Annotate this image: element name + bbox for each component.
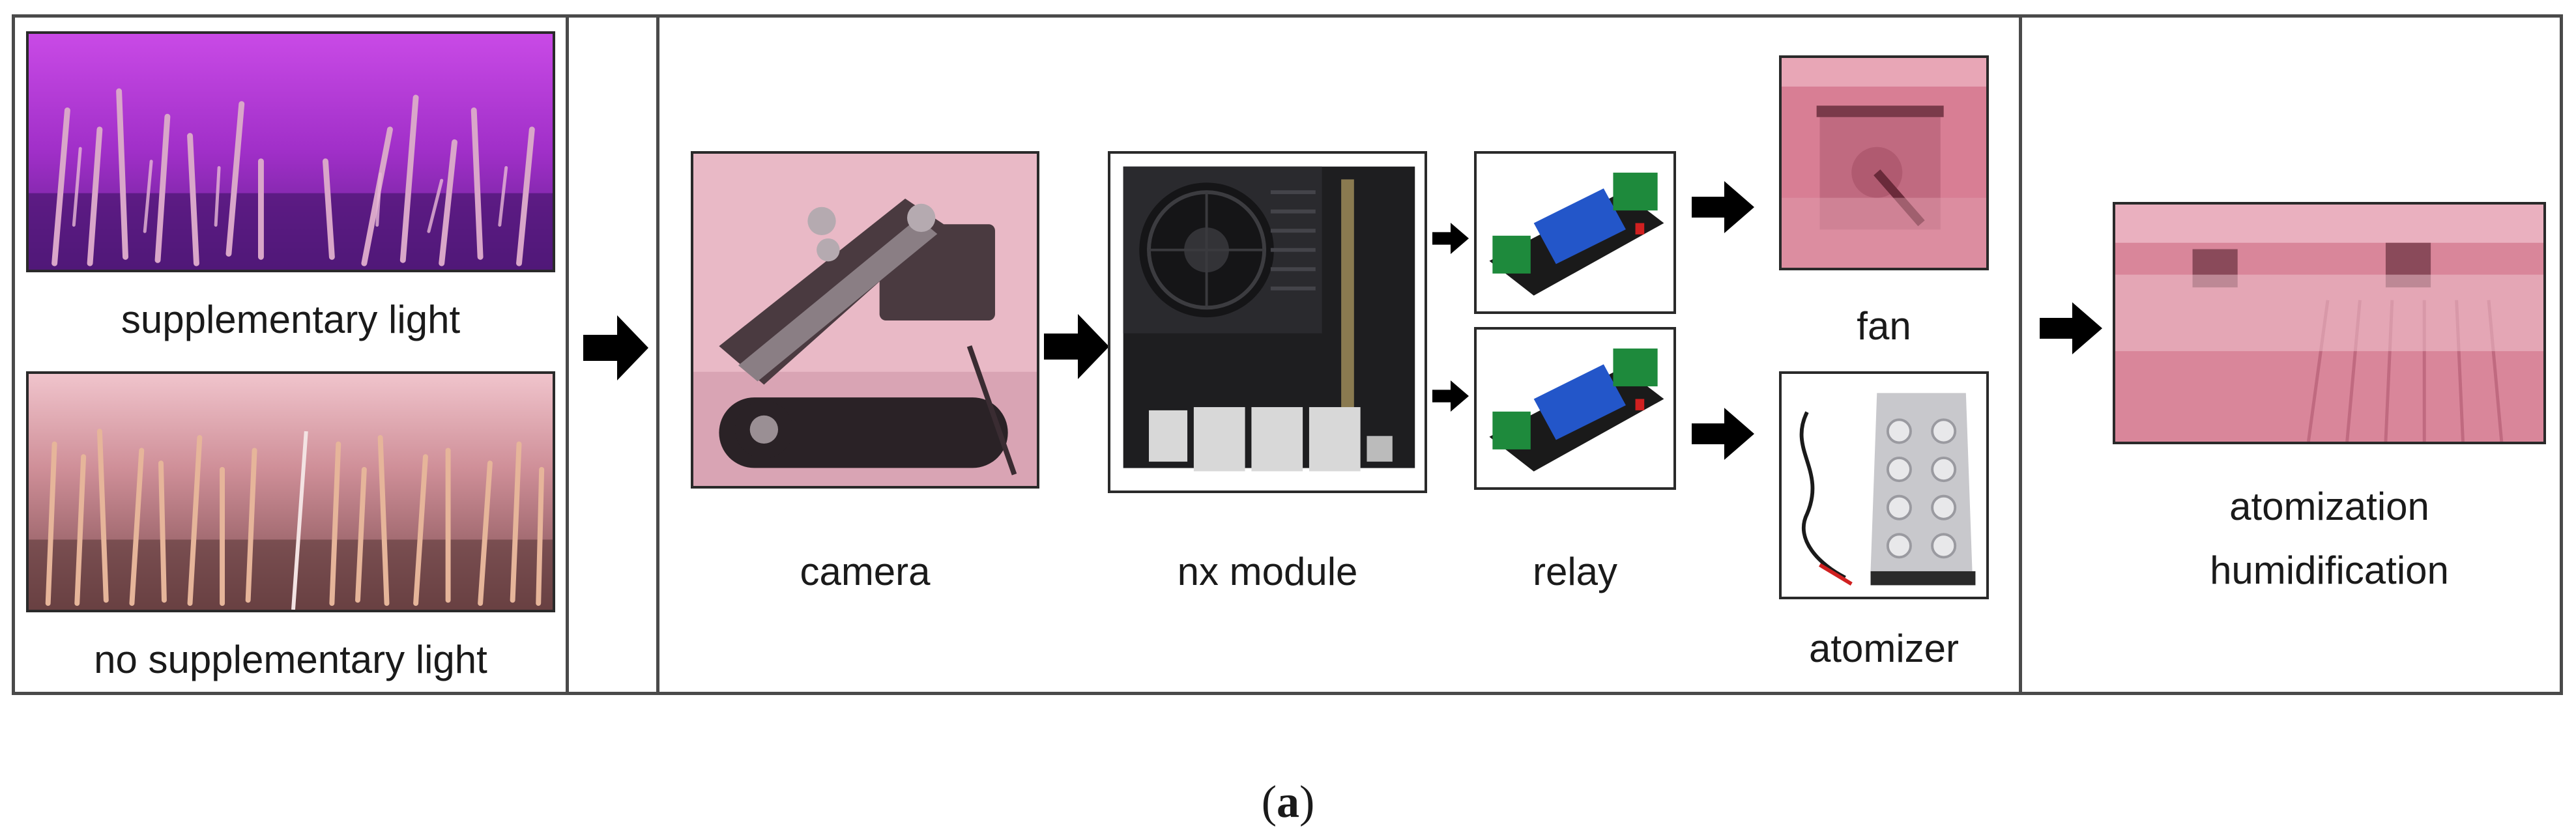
atomizer-photo <box>1779 371 1989 599</box>
relay-photo-bottom <box>1474 327 1676 490</box>
diagram-frame <box>12 14 2563 695</box>
atomization-label-line1: atomization <box>2229 485 2429 528</box>
flow-arrow-to-fan <box>1692 181 1754 233</box>
fan-label: fan <box>1857 304 1911 348</box>
atomization-humidification-photo <box>2113 202 2546 444</box>
flow-arrow-to-humidification <box>2040 302 2102 354</box>
supplementary-light-photo <box>26 31 555 272</box>
flow-arrow-to-relay-bottom <box>1432 380 1469 412</box>
humidification-label-line2: humidification <box>2210 548 2449 592</box>
section-divider-1 <box>566 14 569 695</box>
caption-close-paren: ) <box>1299 777 1315 827</box>
figure-caption: (a) <box>0 776 2576 829</box>
caption-letter: a <box>1277 777 1299 827</box>
flow-arrow-to-atomizer <box>1692 408 1754 460</box>
no-supplementary-light-photo <box>26 371 555 612</box>
flow-arrow-1 <box>583 315 648 380</box>
nx-module-photo <box>1108 151 1427 493</box>
nx-module-label: nx module <box>1177 550 1358 593</box>
flow-arrow-2 <box>1044 314 1109 379</box>
section-divider-3 <box>2019 14 2022 695</box>
flow-arrow-to-relay-top <box>1432 223 1469 254</box>
fan-photo <box>1779 55 1989 270</box>
no-supplementary-light-label: no supplementary light <box>94 638 487 681</box>
atomizer-label: atomizer <box>1808 627 1960 670</box>
caption-open-paren: ( <box>1261 777 1277 827</box>
camera-label: camera <box>800 550 931 593</box>
relay-label: relay <box>1532 550 1618 593</box>
relay-photo-top <box>1474 151 1676 314</box>
camera-photo <box>691 151 1039 489</box>
section-divider-2 <box>656 14 659 695</box>
supplementary-light-label: supplementary light <box>121 298 461 341</box>
